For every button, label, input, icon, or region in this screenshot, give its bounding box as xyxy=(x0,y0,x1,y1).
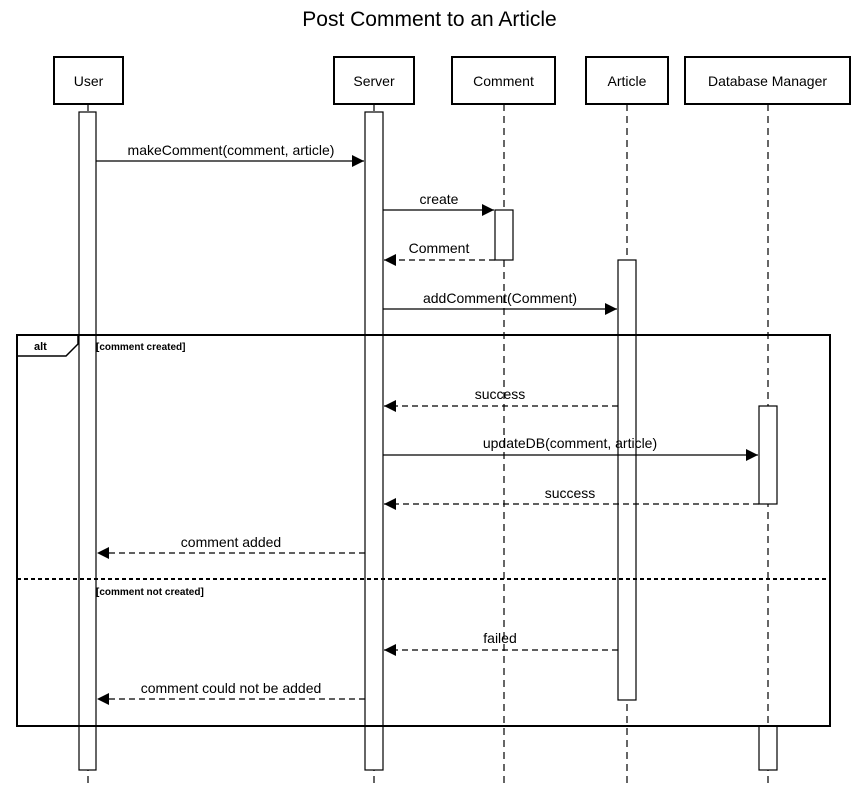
message-label-comment: Comment xyxy=(409,240,470,256)
activation-article xyxy=(617,259,637,701)
message-label-updatedb: updateDB(comment, article) xyxy=(483,435,657,451)
activation-bars xyxy=(78,111,778,771)
participant-box-comment xyxy=(451,56,556,105)
activation-user xyxy=(78,111,97,771)
participant-box-dbm xyxy=(684,56,851,105)
message-label-could-not-be-added: comment could not be added xyxy=(141,680,322,696)
messages: makeComment(comment, article) create Com… xyxy=(96,142,759,705)
participant-box-user xyxy=(53,56,124,105)
alt-frame xyxy=(16,334,831,727)
message-label-makecomment: makeComment(comment, article) xyxy=(128,142,335,158)
message-label-addcomment: addComment(Comment) xyxy=(423,290,577,306)
alt-fragment: alt [comment created] [comment not creat… xyxy=(16,334,831,727)
activation-dbm-2 xyxy=(758,725,778,771)
participant-label-user: User xyxy=(74,73,104,89)
activation-server xyxy=(364,111,384,771)
participant-label-article: Article xyxy=(608,73,647,89)
message-label-success-db: success xyxy=(545,485,596,501)
message-label-success: success xyxy=(475,386,526,402)
participants: User Server Comment Article Database Man… xyxy=(53,56,851,105)
participant-box-article xyxy=(585,56,669,105)
message-label-create: create xyxy=(420,191,459,207)
participant-label-dbm: Database Manager xyxy=(708,73,827,89)
message-label-failed: failed xyxy=(483,630,516,646)
participant-box-server xyxy=(333,56,415,105)
alt-operator-label: alt xyxy=(34,341,47,353)
activation-dbm-1 xyxy=(758,405,778,505)
message-label-comment-added: comment added xyxy=(181,534,281,550)
diagram-title: Post Comment to an Article xyxy=(302,8,556,31)
alt-operator-tab xyxy=(17,335,79,357)
participant-label-comment: Comment xyxy=(473,73,534,89)
guard-comment-created: [comment created] xyxy=(96,342,185,353)
guard-comment-not-created: [comment not created] xyxy=(96,587,204,598)
activation-comment xyxy=(494,209,514,261)
participant-label-server: Server xyxy=(353,73,395,89)
